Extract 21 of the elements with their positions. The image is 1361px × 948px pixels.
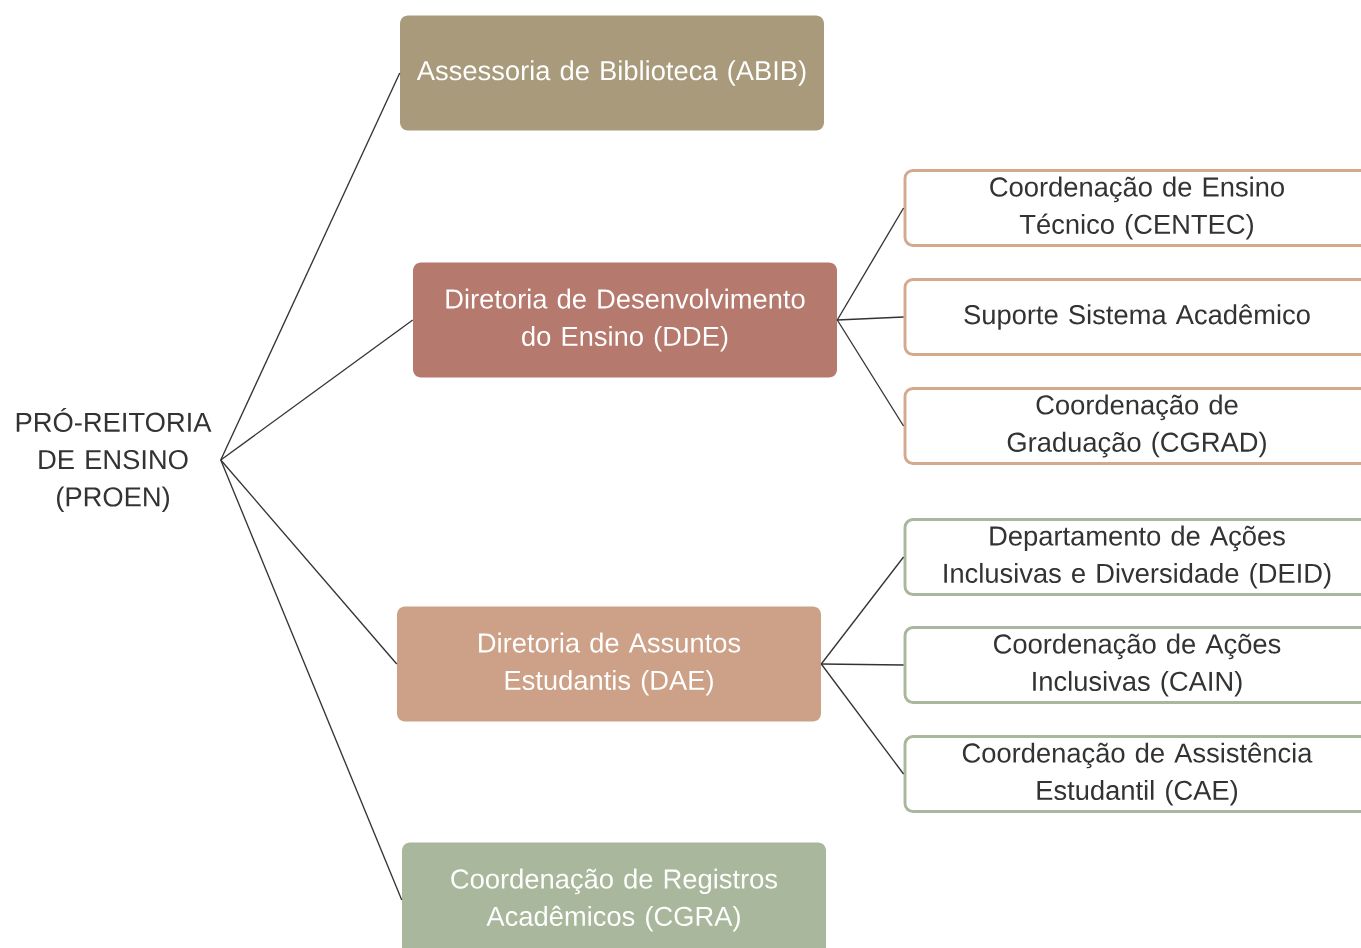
unit-box: Coordenação de Graduação (CGRAD)	[903, 387, 1361, 465]
connector-line	[836, 316, 905, 321]
unit-box: Suporte Sistema Acadêmico	[903, 278, 1361, 356]
connector-line	[820, 663, 905, 775]
unit-box: Assessoria de Biblioteca (ABIB)	[400, 15, 824, 131]
unit-box: Diretoria de Desenvolvimento do Ensino (DDE)	[413, 262, 837, 378]
unit-box: Coordenação de Assistência Estudantil (CAE)	[903, 735, 1361, 813]
connector-line	[220, 72, 401, 461]
connector-line	[820, 556, 905, 665]
unit-box: Diretoria de Assuntos Estudantis (DAE)	[397, 606, 821, 722]
connector-line	[220, 459, 403, 901]
connector-line	[220, 319, 414, 461]
connector-line	[836, 207, 905, 321]
root-label: PRÓ-REITORIA DE ENSINO (PROEN)	[16, 408, 212, 512]
unit-box: Departamento de Ações Inclusivas e Diversidade (DEID)	[903, 518, 1361, 596]
connector-line	[820, 663, 905, 666]
connector-line	[836, 319, 905, 427]
unit-box: Coordenação de Ações Inclusivas (CAIN)	[903, 626, 1361, 704]
unit-box: Coordenação de Ensino Técnico (CENTEC)	[903, 169, 1361, 247]
connector-line	[220, 459, 398, 665]
unit-box: Coordenação de Registros Acadêmicos (CGRA)	[402, 842, 826, 948]
